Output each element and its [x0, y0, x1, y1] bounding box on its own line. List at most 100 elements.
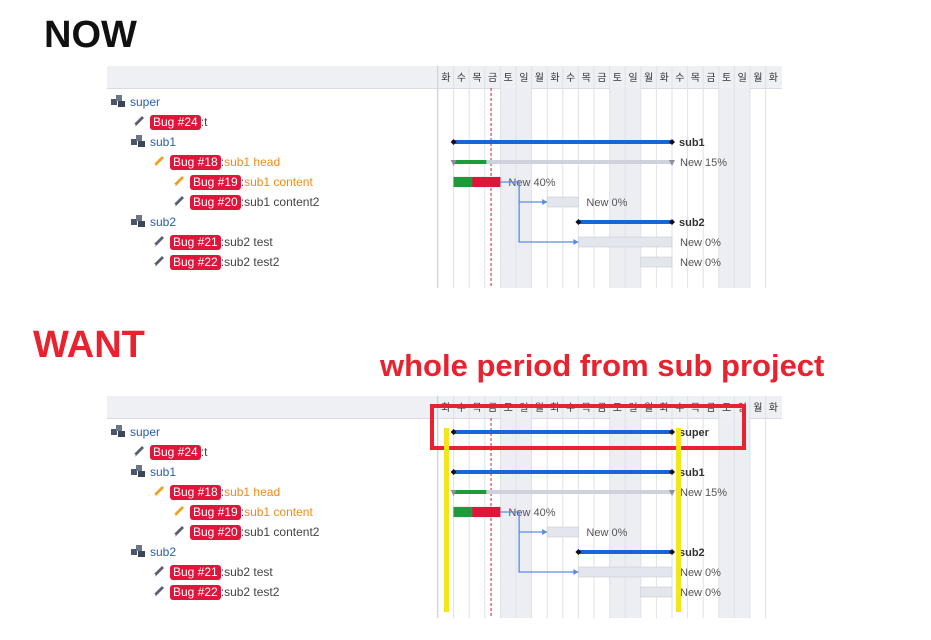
bar-end-marker [669, 160, 675, 166]
tree-issue-row[interactable]: Bug #22: sub2 test2 [150, 582, 279, 602]
tree-issue-row[interactable]: Bug #21: sub2 test [150, 562, 273, 582]
weekend-column [609, 88, 626, 288]
issue-badge-link[interactable]: Bug #19 [190, 504, 241, 520]
issue-badge-link[interactable]: Bug #21 [170, 564, 221, 580]
bug-wrench-icon [150, 483, 170, 502]
day-label: 금 [597, 402, 606, 414]
tree-issue-row[interactable]: Bug #24: t [130, 442, 207, 462]
bar-bug20 [546, 196, 579, 208]
separator: : [220, 235, 225, 249]
day-label: 수 [457, 402, 466, 414]
day-label: 토 [613, 403, 622, 414]
bar-start-marker [575, 549, 582, 555]
project-link[interactable]: sub2 [150, 545, 177, 559]
bug-wrench-icon [130, 113, 150, 132]
day-label: 월 [753, 72, 762, 84]
relation-arrow [500, 511, 548, 533]
bar-progress [453, 490, 487, 494]
day-label: 화 [550, 72, 559, 84]
day-label: 목 [691, 402, 700, 414]
bar-bug18 [453, 160, 672, 164]
project-link[interactable]: super [130, 95, 161, 109]
day-label: 수 [566, 72, 575, 84]
tree-issue-row[interactable]: Bug #20: sub1 content2 [170, 192, 319, 212]
issue-subject: sub1 head [224, 155, 281, 169]
day-label: 일 [519, 72, 528, 84]
tree-issue-row[interactable]: Bug #18: sub1 head [150, 152, 280, 172]
separator: : [220, 255, 225, 269]
day-label: 일 [628, 72, 637, 84]
tree-project-row[interactable]: sub1 [130, 462, 176, 482]
bar-end-marker [669, 429, 675, 435]
issue-badge-link[interactable]: Bug #19 [190, 174, 241, 190]
day-label: 화 [660, 72, 669, 84]
relation-arrow [518, 532, 579, 573]
issue-subject: sub1 content2 [244, 525, 320, 539]
heading-now: NOW [44, 14, 137, 56]
issue-badge-link[interactable]: Bug #20 [190, 194, 241, 210]
project-link[interactable]: super [130, 425, 161, 439]
day-label: 화 [769, 402, 778, 414]
day-label: 토 [613, 73, 622, 84]
day-label: 수 [457, 72, 466, 84]
day-label: 월 [535, 402, 544, 414]
bug-wrench-icon [170, 173, 190, 192]
bar-start-marker [450, 490, 457, 496]
tree-project-row[interactable]: sub2 [130, 212, 176, 232]
weekend-column [718, 88, 735, 288]
issue-badge-link[interactable]: Bug #24 [150, 444, 201, 460]
bar-super [453, 430, 672, 434]
issue-badge-link[interactable]: Bug #24 [150, 114, 201, 130]
tree-issue-row[interactable]: Bug #19: sub1 content [170, 172, 313, 192]
tree-project-row[interactable]: super [110, 92, 160, 112]
tree-issue-row[interactable]: Bug #21: sub2 test [150, 232, 273, 252]
tree-issue-row[interactable]: Bug #24: t [130, 112, 207, 132]
issue-badge-link[interactable]: Bug #21 [170, 234, 221, 250]
bar-start-marker [575, 219, 582, 225]
relation-arrowhead [573, 569, 579, 575]
day-label: 일 [628, 402, 637, 414]
bar-sub1 [453, 470, 672, 474]
bar-progress [453, 177, 473, 187]
bar-start-marker [450, 429, 457, 435]
bar-end-marker [669, 219, 675, 225]
issue-subject: sub2 test2 [224, 255, 280, 269]
bar-status-label: New 15% [680, 157, 727, 169]
issue-badge-link[interactable]: Bug #20 [190, 524, 241, 540]
tree-issue-row[interactable]: Bug #19: sub1 content [170, 502, 313, 522]
day-label: 화 [441, 402, 450, 414]
weekend-column [625, 88, 641, 288]
bug-wrench-icon [150, 233, 170, 252]
tree-project-row[interactable]: sub2 [130, 542, 176, 562]
issue-badge-link[interactable]: Bug #22 [170, 584, 221, 600]
tree-issue-row[interactable]: Bug #22: sub2 test2 [150, 252, 279, 272]
issue-badge-link[interactable]: Bug #18 [170, 154, 221, 170]
issue-badge-link[interactable]: Bug #22 [170, 254, 221, 270]
project-link[interactable]: sub1 [150, 465, 177, 479]
issue-badge-link[interactable]: Bug #18 [170, 484, 221, 500]
bug-wrench-icon [150, 583, 170, 602]
bar-status-label: New 0% [680, 587, 721, 599]
project-icon [110, 423, 130, 442]
project-icon [130, 133, 150, 152]
tree-issue-row[interactable]: Bug #18: sub1 head [150, 482, 280, 502]
bar-bug18 [453, 490, 672, 494]
separator: : [220, 585, 225, 599]
day-label: 화 [660, 402, 669, 414]
bar-end-marker [669, 549, 675, 555]
tree-issue-row[interactable]: Bug #20: sub1 content2 [170, 522, 319, 542]
project-link[interactable]: sub2 [150, 215, 177, 229]
bar-progress [453, 160, 487, 164]
tree-project-row[interactable]: super [110, 422, 160, 442]
tree-project-row[interactable]: sub1 [130, 132, 176, 152]
project-icon [130, 463, 150, 482]
highlight-box [430, 404, 746, 450]
bar-status-label: New 40% [508, 507, 555, 519]
project-link[interactable]: sub1 [150, 135, 177, 149]
bug-wrench-icon [150, 153, 170, 172]
bar-status-label: New 0% [680, 257, 721, 269]
bar-status-label: New 15% [680, 487, 727, 499]
weekend-column [734, 418, 750, 618]
